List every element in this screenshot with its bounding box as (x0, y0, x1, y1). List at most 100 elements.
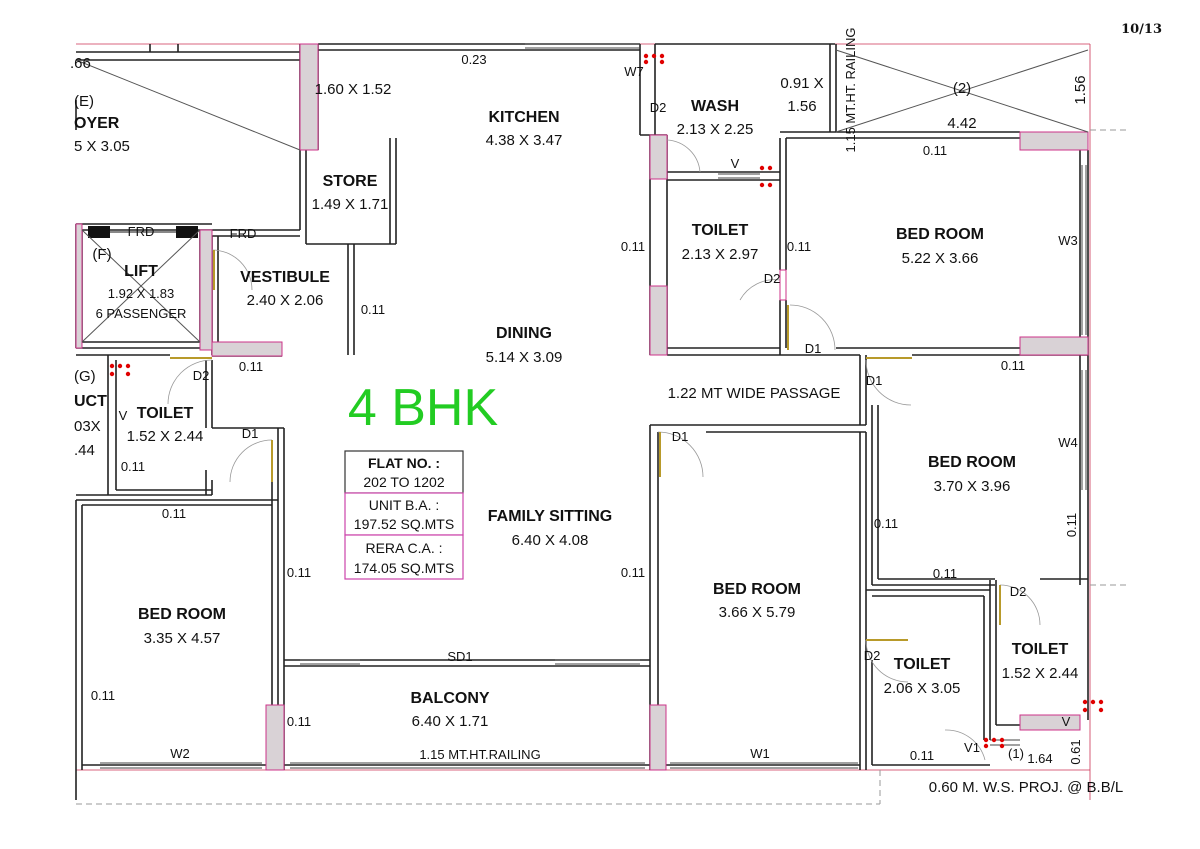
dim-wall-12: 0.11 (621, 565, 645, 580)
opening-d2-bottom-b: D2 (1010, 584, 1027, 599)
open-area-width: 4.42 (947, 115, 976, 132)
opening-one: (1) (1008, 746, 1024, 761)
toilet-top-name: TOILET (692, 222, 749, 239)
wash-size: 2.13 X 2.25 (677, 121, 754, 138)
dim-bottom-right-a: 1.64 (1027, 751, 1052, 766)
opening-d1-left: D1 (242, 426, 259, 441)
foyer-name: OYER (74, 115, 120, 132)
opening-v1: V1 (964, 740, 980, 755)
bedroom-mid-right-name: BED ROOM (928, 454, 1016, 471)
lift-name: LIFT (124, 263, 158, 280)
dim-wall-9: 0.11 (874, 516, 898, 531)
dim-wall-10: 0.11 (1064, 513, 1079, 537)
dim-bottom-right-b: 0.61 (1068, 739, 1083, 764)
open-area-depth: 1.56 (1072, 75, 1089, 104)
dim-wall-8: 0.11 (162, 506, 186, 521)
dim-top-left-small: .66 (70, 55, 91, 72)
lift-tag: (F) (92, 246, 111, 263)
flat-no-value: 202 TO 1202 (363, 474, 444, 490)
wash-name: WASH (691, 98, 739, 115)
dim-wall-16: 0.11 (910, 748, 934, 763)
opening-d2-left: D2 (193, 368, 210, 383)
bedroom-top-right-size: 5.22 X 3.66 (902, 250, 979, 267)
dim-wall-2: 0.11 (621, 239, 645, 254)
page-number: 10/13 (1121, 22, 1162, 37)
room-labels: KITCHEN 4.38 X 3.47 STORE 1.49 X 1.71 WA… (74, 28, 1089, 762)
vestibule-size: 2.40 X 2.06 (247, 292, 324, 309)
balcony-size: 6.40 X 1.71 (412, 713, 489, 730)
opening-frd-vestibule: FRD (230, 226, 257, 241)
bedroom-left-name: BED ROOM (138, 606, 226, 623)
toilet-bottom-b-name: TOILET (1012, 641, 1069, 658)
opening-v-left: V (119, 408, 128, 423)
opening-sd1: SD1 (447, 649, 472, 664)
unit-ba-value: 197.52 SQ.MTS (354, 516, 454, 532)
duct-size-b: .44 (74, 442, 95, 459)
opening-d2-bottom-a: D2 (864, 648, 881, 663)
opening-w4: W4 (1058, 435, 1078, 450)
bedroom-top-right-name: BED ROOM (896, 226, 984, 243)
opening-v-top: V (731, 156, 740, 171)
opening-d2-toilet: D2 (764, 271, 781, 286)
kitchen-name: KITCHEN (488, 109, 559, 126)
open-area-tag: (2) (953, 80, 971, 97)
opening-d2-wash: D2 (650, 100, 667, 115)
unit-ba-label: UNIT B.A. : (369, 497, 440, 513)
rera-value: 174.05 SQ.MTS (354, 560, 454, 576)
vestibule-name: VESTIBULE (240, 269, 330, 286)
window-lines (100, 43, 1087, 769)
duct-tag: (G) (74, 368, 96, 385)
dim-top-block: 1.60 X 1.52 (315, 81, 392, 98)
toilet-left-size: 1.52 X 2.44 (127, 428, 204, 445)
dining-size: 5.14 X 3.09 (486, 349, 563, 366)
duct-size-a: 03X (74, 418, 101, 435)
dining-name: DINING (496, 325, 552, 342)
toilet-bottom-b-size: 1.52 X 2.44 (1002, 665, 1079, 682)
family-sitting-size: 6.40 X 4.08 (512, 532, 589, 549)
opening-w7: W7 (624, 64, 644, 79)
opening-d1-top: D1 (805, 341, 822, 356)
dim-wall-6: 0.11 (1001, 358, 1025, 373)
dim-top-gap: 0.23 (461, 52, 486, 67)
wall-blocks (75, 43, 1089, 771)
dim-wall-5: 0.11 (239, 359, 263, 374)
toilet-left-name: TOILET (137, 405, 194, 422)
rera-label: RERA C.A. : (365, 540, 442, 556)
opening-labels: W7 D2 V D2 W3 D1 D1 FRD FRD D2 V D1 D1 W… (119, 64, 1078, 761)
lift-capacity: 6 PASSENGER (96, 306, 187, 321)
bedroom-mid-right-size: 3.70 X 3.96 (934, 478, 1011, 495)
opening-v-bottom: V (1062, 714, 1071, 729)
duct-name: UCT (74, 393, 107, 410)
door-leaves (170, 250, 1001, 641)
opening-d1-center: D1 (672, 429, 689, 444)
dim-wall-4: 0.11 (361, 302, 385, 317)
opening-w3: W3 (1058, 233, 1078, 248)
dim-wall-13: 0.11 (933, 566, 957, 581)
store-size: 1.49 X 1.71 (312, 196, 389, 213)
dimension-labels: .66 1.60 X 1.52 0.23 0.91 X 1.56 0.11 0.… (70, 52, 1123, 796)
projection-note: 0.60 M. W.S. PROJ. @ B.B/L (929, 779, 1123, 796)
balcony-railing: 1.15 MT.HT.RAILING (419, 747, 540, 762)
bedroom-center-size: 3.66 X 5.79 (719, 604, 796, 621)
foyer-size: 5 X 3.05 (74, 138, 130, 155)
opening-d1-passage: D1 (866, 373, 883, 388)
toilet-top-size: 2.13 X 2.97 (682, 246, 759, 263)
opening-frd-lift: FRD (128, 224, 155, 239)
open-area-railing: 1.15 MT.HT. RAILING (843, 28, 858, 153)
door-swings (167, 139, 1041, 761)
passage-name: 1.22 MT WIDE PASSAGE (668, 385, 841, 402)
dim-wall-1: 0.11 (923, 143, 947, 158)
flat-info-table: FLAT NO. : 202 TO 1202 UNIT B.A. : 197.5… (344, 450, 464, 580)
opening-w1: W1 (750, 746, 770, 761)
bedroom-center-name: BED ROOM (713, 581, 801, 598)
balcony-name: BALCONY (410, 690, 489, 707)
dim-wall-3: 0.11 (787, 239, 811, 254)
shaft-hatching (75, 49, 1089, 343)
lift-door-blocks (88, 226, 198, 238)
dim-wall-15: 0.11 (287, 714, 311, 729)
flat-no-label: FLAT NO. : (368, 455, 440, 471)
kitchen-size: 4.38 X 3.47 (486, 132, 563, 149)
red-markers (109, 53, 1104, 749)
plan-title: 4 BHK (348, 379, 499, 437)
